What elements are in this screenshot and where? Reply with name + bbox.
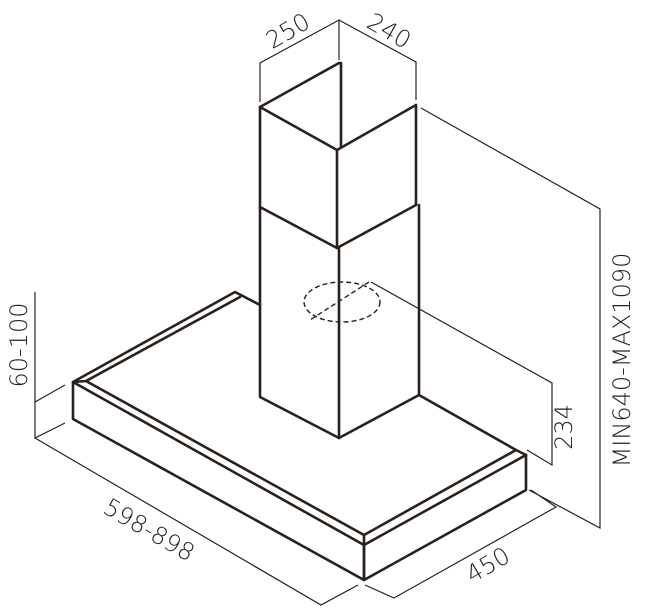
- dim-canopy-height-tick: [34, 384, 66, 403]
- air-outlet-icon: [303, 281, 381, 323]
- outlet-axis: [309, 281, 370, 321]
- canopy-front-right-face: [362, 453, 528, 582]
- chimney-top: [258, 61, 343, 149]
- canopy-rim-front: [71, 379, 518, 537]
- label-canopy-height: 60-100: [5, 302, 33, 387]
- canopy-rim: [84, 295, 242, 383]
- chimney-top-front: [258, 103, 418, 152]
- label-total-height: MIN640-MAX1090: [608, 253, 636, 468]
- canopy-top-outline: [71, 290, 262, 384]
- dim-outlet-height: [370, 281, 553, 467]
- canopy-top-right-edge: [417, 393, 528, 457]
- canopy-front-left-face: [71, 380, 366, 582]
- label-outlet-height: 234: [550, 404, 578, 450]
- dim-canopy-width: [34, 437, 359, 606]
- label-canopy-depth: 450: [461, 541, 515, 588]
- dim-canopy-height: [34, 292, 66, 439]
- dim-total-height: [420, 107, 601, 530]
- dim-canopy-depth: [364, 489, 558, 599]
